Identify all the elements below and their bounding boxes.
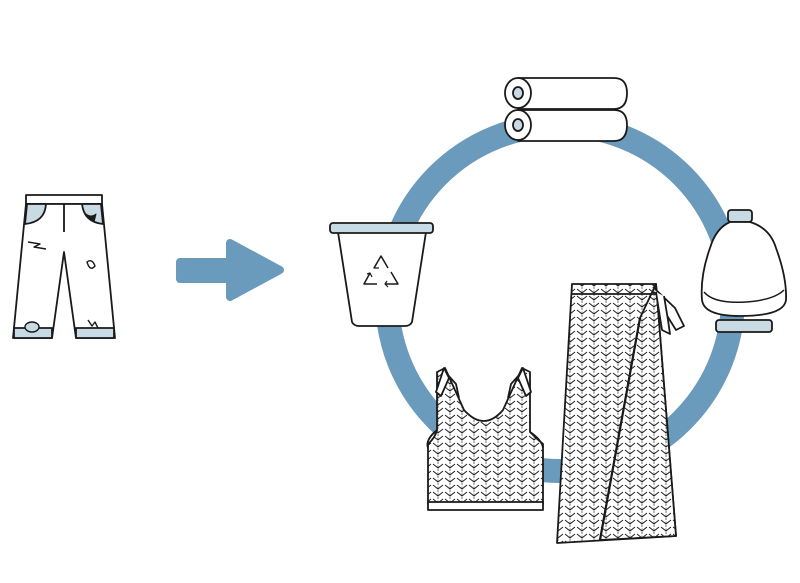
fabric-rolls-icon [504, 77, 628, 142]
knit-wrap-skirt-icon [556, 283, 685, 544]
process-arrow [176, 239, 284, 301]
knit-crop-top-icon [426, 367, 544, 511]
damaged-jeans-icon [12, 194, 116, 339]
recycling-bin-icon [329, 222, 434, 327]
yarn-spool-icon [700, 209, 787, 333]
